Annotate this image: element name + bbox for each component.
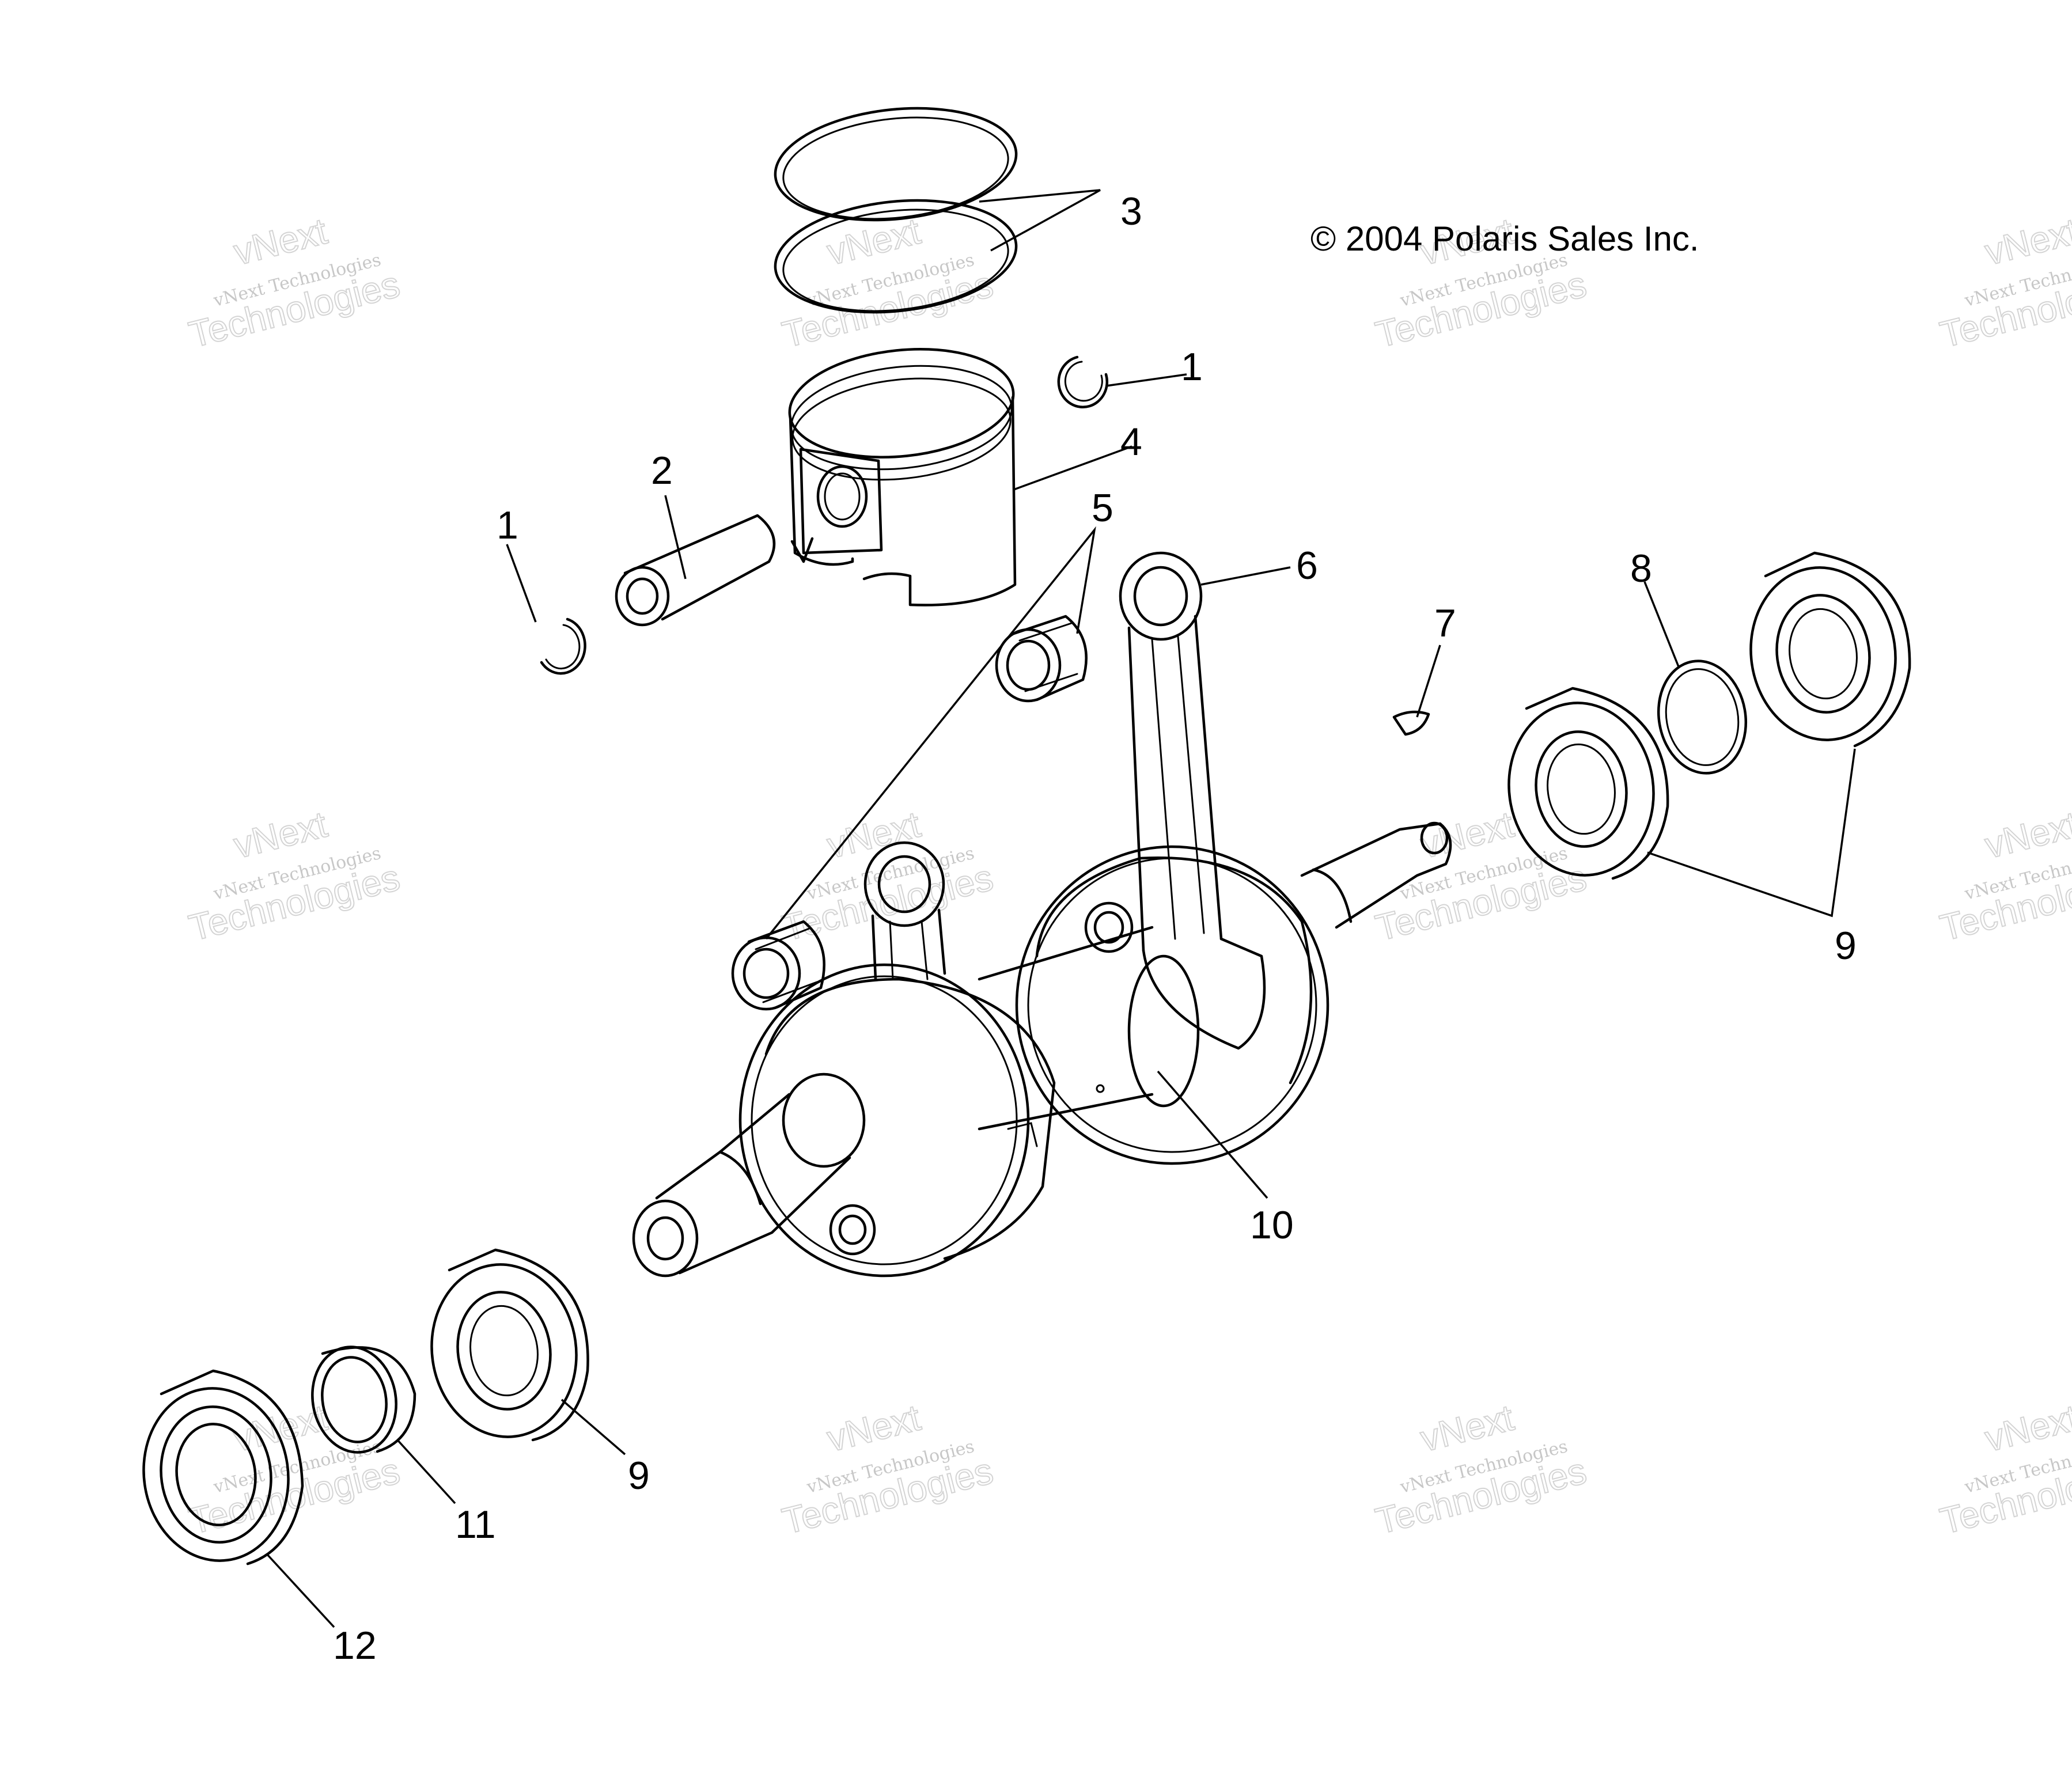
- svg-text:vNext: vNext: [230, 1397, 331, 1460]
- watermark-12: vNext vNext Technologies Technologies: [1935, 1396, 2072, 1543]
- callout-12: 12: [333, 1624, 377, 1667]
- callout-labels: 3 1 4 2 1 5 6 7 8 9 10 9 11 12: [333, 189, 1857, 1667]
- connecting-rod-upper: [1119, 551, 1266, 1050]
- copyright-notice: © 2004 Polaris Sales Inc.: [1310, 219, 1699, 258]
- watermark-10: vNext vNext Technologies Technologies: [778, 1396, 998, 1543]
- callout-6: 6: [1296, 544, 1318, 588]
- callout-2: 2: [651, 449, 673, 492]
- svg-text:vNext: vNext: [1416, 1397, 1518, 1460]
- callout-1-right: 1: [1181, 345, 1203, 389]
- crankshaft: [632, 821, 1452, 1278]
- svg-text:vNext: vNext: [1981, 210, 2072, 273]
- leader-lines: [267, 189, 1856, 1628]
- callout-8: 8: [1630, 547, 1652, 590]
- callout-11: 11: [455, 1503, 496, 1547]
- main-bearing-right-inner: [1507, 687, 1669, 880]
- piston-pin: [615, 514, 776, 627]
- watermark-1: vNext vNext Technologies Technologies: [184, 210, 404, 357]
- svg-text:vNext: vNext: [230, 210, 331, 273]
- connecting-rod-lower: [863, 841, 946, 981]
- callout-10: 10: [1250, 1203, 1294, 1247]
- woodruff-key: [1392, 710, 1430, 736]
- callout-1-left: 1: [497, 503, 518, 547]
- main-bearing-left: [430, 1248, 589, 1442]
- circlip-left: [540, 617, 586, 675]
- svg-text:vNext: vNext: [823, 1397, 925, 1460]
- svg-text:vNext: vNext: [1981, 803, 2072, 866]
- shim-ring-8: [1657, 660, 1748, 775]
- watermark-8: vNext vNext Technologies Technologies: [1935, 803, 2072, 950]
- callout-3: 3: [1120, 189, 1142, 233]
- callout-9-left: 9: [628, 1454, 650, 1498]
- callout-9-right: 9: [1835, 924, 1857, 968]
- callout-7: 7: [1434, 601, 1456, 645]
- callout-5: 5: [1092, 486, 1113, 530]
- piston: [788, 348, 1017, 607]
- spacer-ring-11: [311, 1345, 416, 1454]
- circlip-right: [1057, 355, 1109, 409]
- watermark-5: vNext vNext Technologies Technologies: [184, 803, 404, 950]
- svg-text:vNext: vNext: [230, 803, 331, 866]
- needle-bearing-upper: [995, 615, 1088, 703]
- callout-4: 4: [1120, 420, 1142, 464]
- svg-text:vNext: vNext: [1416, 803, 1518, 866]
- watermark-4: vNext vNext Technologies Technologies: [1935, 210, 2072, 357]
- svg-text:vNext: vNext: [1981, 1397, 2072, 1460]
- main-bearing-right-outer: [1749, 551, 1911, 748]
- piston-rings: [774, 107, 1018, 314]
- oil-seal-12: [142, 1369, 304, 1566]
- watermark-11: vNext vNext Technologies Technologies: [1371, 1396, 1591, 1543]
